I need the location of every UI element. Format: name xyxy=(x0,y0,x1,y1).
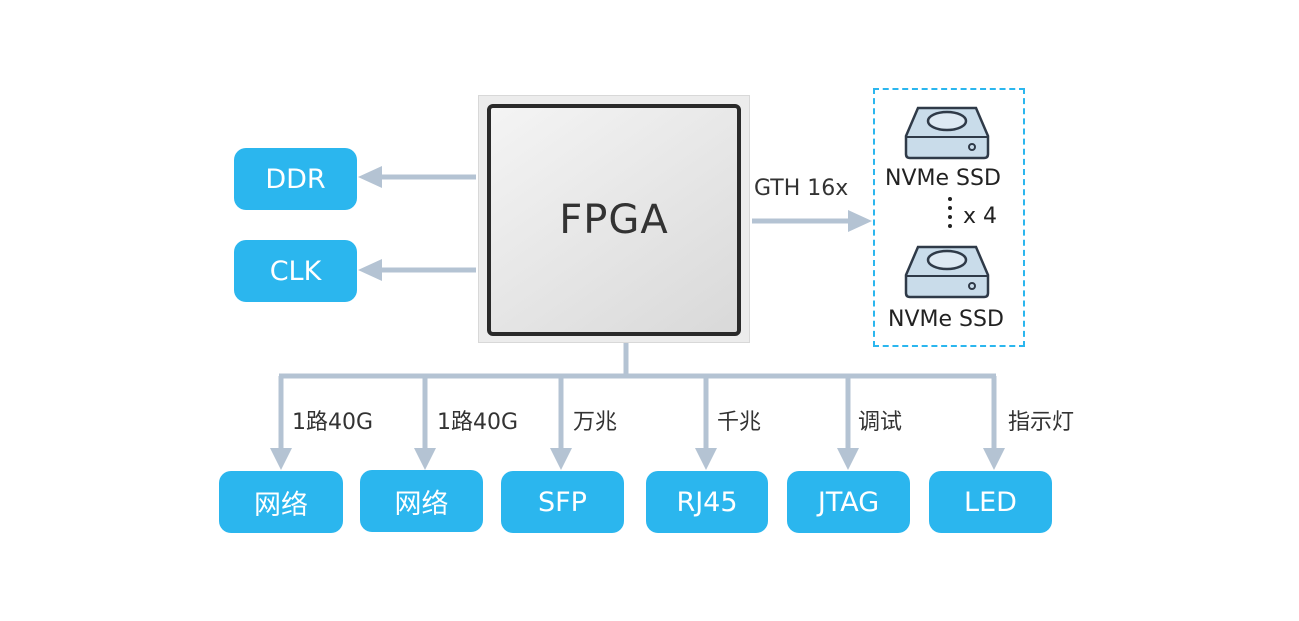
arrow-net2 xyxy=(414,448,436,470)
ssd-label-bottom: NVMe SSD xyxy=(888,307,1004,332)
rj45-block: RJ45 xyxy=(646,471,768,533)
fpga-die: FPGA xyxy=(487,104,741,336)
fpga-title: FPGA xyxy=(559,197,669,243)
arrow-clk xyxy=(358,259,382,281)
link-label-jtag: 调试 xyxy=(858,410,903,435)
ssd-count: x 4 xyxy=(963,204,998,229)
arrow-ssd xyxy=(848,210,872,232)
rj45-label: RJ45 xyxy=(676,486,738,518)
led-label: LED xyxy=(964,486,1017,518)
arrow-sfp xyxy=(550,448,572,470)
arrow-net1 xyxy=(270,448,292,470)
sfp-label: SFP xyxy=(538,486,587,518)
ssd-group xyxy=(873,88,1025,347)
ellipsis-dots xyxy=(948,197,952,228)
fpga-chip: FPGA xyxy=(478,95,750,343)
link-label-net1: 1路40G xyxy=(292,410,374,435)
clk-label: CLK xyxy=(269,255,322,287)
link-label-net2: 1路40G xyxy=(437,410,519,435)
network-block-1: 网络 xyxy=(219,471,343,533)
sfp-block: SFP xyxy=(501,471,624,533)
arrow-led xyxy=(983,448,1005,470)
ddr-block: DDR xyxy=(234,148,357,210)
arrow-rj45 xyxy=(695,448,717,470)
led-block: LED xyxy=(929,471,1052,533)
network-block-2: 网络 xyxy=(360,470,483,532)
link-label-rj45: 千兆 xyxy=(717,410,762,435)
gth-link-label: GTH 16x xyxy=(754,176,849,201)
network-label-2: 网络 xyxy=(394,488,449,520)
jtag-label: JTAG xyxy=(817,486,880,518)
link-label-sfp: 万兆 xyxy=(573,410,618,435)
ssd-drive-icon xyxy=(904,245,990,299)
ssd-drive-icon xyxy=(904,106,990,160)
link-label-led: 指示灯 xyxy=(1008,410,1075,435)
jtag-block: JTAG xyxy=(787,471,910,533)
ddr-label: DDR xyxy=(265,163,326,195)
ssd-label-top: NVMe SSD xyxy=(885,166,1001,191)
arrow-ddr xyxy=(358,166,382,188)
arrow-jtag xyxy=(837,448,859,470)
network-label-1: 网络 xyxy=(254,489,308,521)
clk-block: CLK xyxy=(234,240,357,302)
